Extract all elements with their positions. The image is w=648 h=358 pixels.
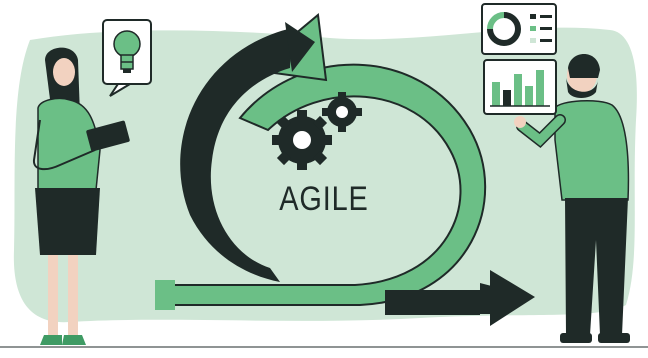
gear-icon	[272, 92, 362, 170]
cycle-arrow-dark	[180, 22, 315, 282]
arrow-right-icon	[385, 270, 535, 326]
woman-figure	[32, 47, 130, 345]
lightbulb-icon	[113, 30, 141, 73]
background-blob	[13, 27, 637, 323]
bar-chart-icon	[483, 59, 557, 115]
man-figure	[514, 54, 630, 343]
donut-chart-icon	[481, 3, 557, 55]
agile-label: AGILE	[279, 180, 369, 218]
lightbulb-bubble	[102, 19, 152, 97]
